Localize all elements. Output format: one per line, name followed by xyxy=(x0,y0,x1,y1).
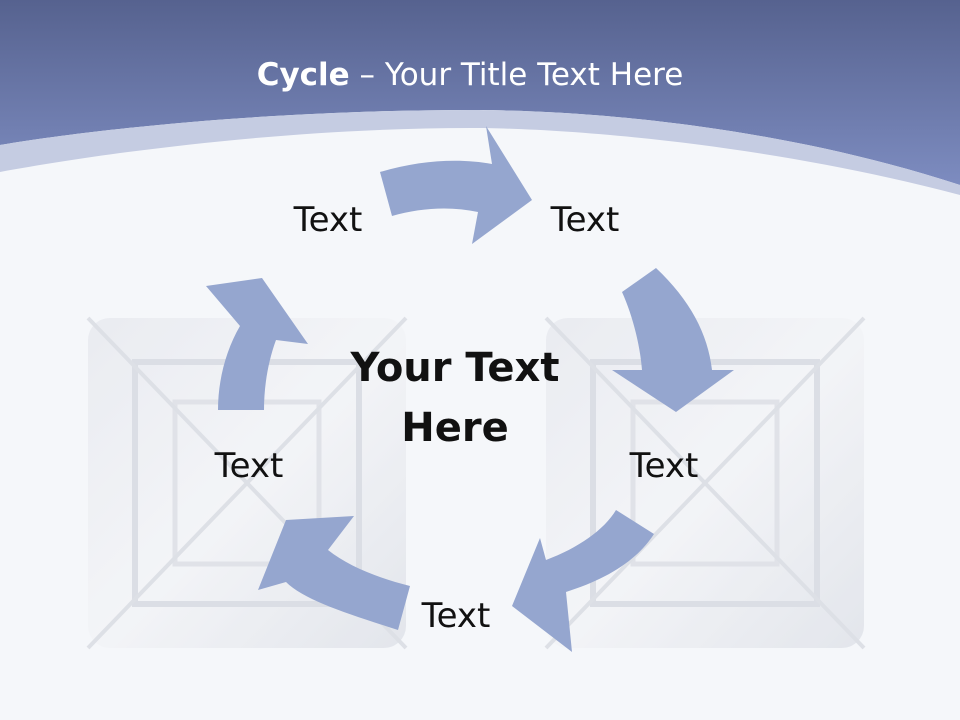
cycle-arrow-right xyxy=(612,268,734,412)
cycle-node-left: Text xyxy=(214,446,284,486)
center-text: Your Text Here xyxy=(310,338,600,458)
cycle-node-bottom: Text xyxy=(421,596,491,636)
gem-right xyxy=(544,316,866,650)
cycle-arrow-bottom-left xyxy=(258,516,410,630)
center-text-line1: Your Text xyxy=(350,345,560,391)
header-band xyxy=(0,0,960,185)
header-swoosh xyxy=(0,110,960,195)
center-text-line2: Here xyxy=(401,405,509,451)
cycle-arrow-left xyxy=(206,278,308,410)
title-rest: – Your Title Text Here xyxy=(349,57,684,93)
title-bold: Cycle xyxy=(256,57,350,93)
cycle-arrow-top xyxy=(380,126,532,244)
cycle-node-top-right: Text xyxy=(550,200,620,240)
cycle-node-right: Text xyxy=(629,446,699,486)
cycle-arrow-bottom-right xyxy=(512,510,654,652)
slide-title: Cycle – Your Title Text Here xyxy=(0,52,940,98)
cycle-node-top-left: Text xyxy=(293,200,363,240)
